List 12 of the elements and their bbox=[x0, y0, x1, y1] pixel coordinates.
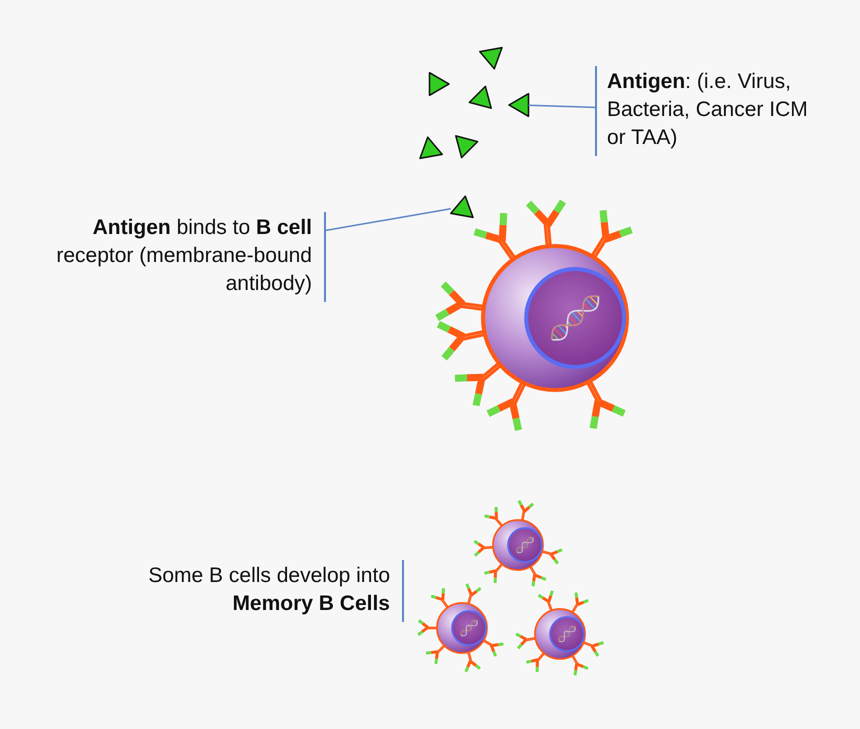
antigen-triangle bbox=[419, 136, 443, 160]
binding-callout: Antigen binds to B cell receptor (membrane-bound antibody) bbox=[20, 212, 326, 302]
antigen-triangle bbox=[455, 135, 478, 158]
leader-line bbox=[528, 104, 596, 108]
memory-cell-note: Some B cells develop into Memory B Cells bbox=[110, 560, 404, 622]
antigen-triangle bbox=[428, 72, 450, 96]
antigen-callout: Antigen: (i.e. Virus, Bacteria, Cancer ICM or TAA) bbox=[595, 66, 831, 156]
leader-line bbox=[326, 208, 451, 232]
antigen-triangle bbox=[450, 195, 474, 218]
antigen-triangle bbox=[468, 86, 492, 109]
antigen-triangle bbox=[508, 92, 530, 118]
antigen-triangle bbox=[479, 46, 503, 70]
